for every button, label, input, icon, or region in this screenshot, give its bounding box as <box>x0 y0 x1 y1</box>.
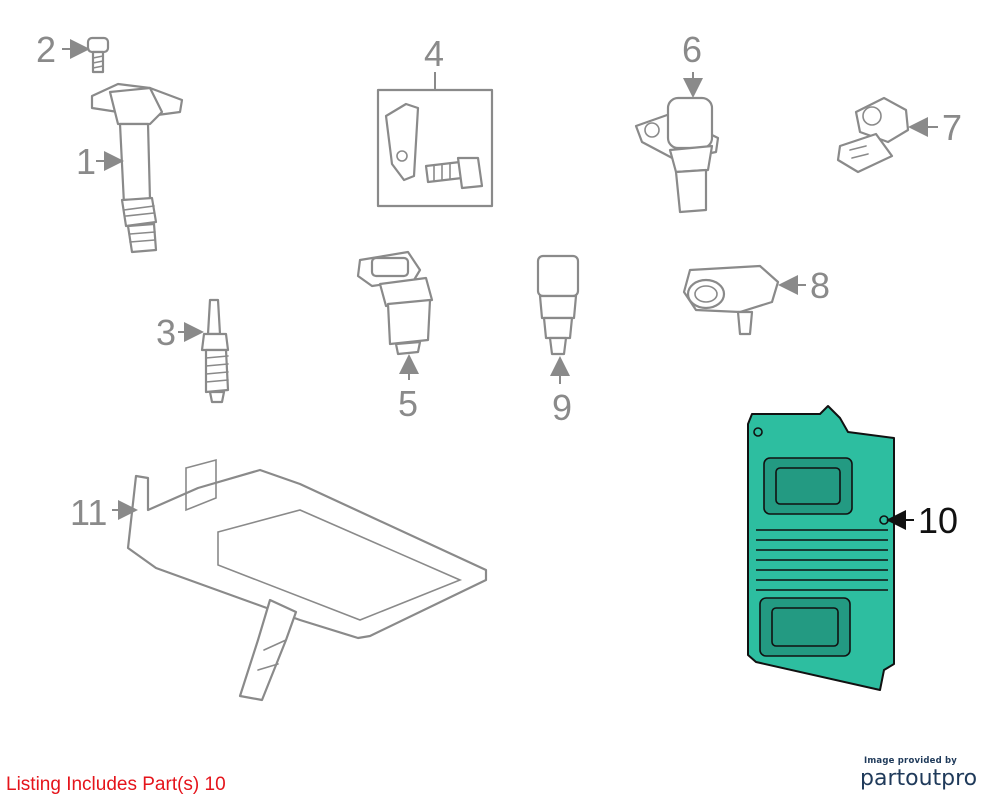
callout-3[interactable]: 3 <box>156 312 176 353</box>
part-8-map-sensor[interactable] <box>682 264 780 336</box>
part-10-engine-control-module[interactable] <box>747 405 895 691</box>
part-9-temperature-sensor[interactable] <box>536 254 580 356</box>
callout-10[interactable]: 10 <box>918 500 958 541</box>
callout-7[interactable]: 7 <box>942 107 962 148</box>
callout-8[interactable]: 8 <box>810 265 830 306</box>
callout-5[interactable]: 5 <box>398 383 418 424</box>
part-5-position-sensor[interactable] <box>356 250 434 356</box>
part-1-ignition-coil[interactable] <box>90 82 184 254</box>
part-6-speed-sensor[interactable] <box>634 96 720 214</box>
brand-logo: Image provided by partoutpro <box>860 756 990 792</box>
callout-6[interactable]: 6 <box>682 29 702 70</box>
callout-9[interactable]: 9 <box>552 387 572 428</box>
brand-provided-by: Image provided by <box>864 756 958 766</box>
part-7-knock-sensor[interactable] <box>836 96 910 174</box>
part-4-bracket-kit[interactable] <box>376 88 494 208</box>
callout-1[interactable]: 1 <box>76 141 96 182</box>
part-2-screw[interactable] <box>86 36 110 74</box>
callout-4[interactable]: 4 <box>424 33 444 74</box>
brand-name: partoutpro <box>860 766 978 791</box>
part-3-spark-plug[interactable] <box>200 298 230 404</box>
listing-note: Listing Includes Part(s) 10 <box>6 774 226 795</box>
part-11-mounting-bracket[interactable] <box>126 458 488 702</box>
callout-11[interactable]: 11 <box>70 492 107 533</box>
callout-2[interactable]: 2 <box>36 29 56 70</box>
